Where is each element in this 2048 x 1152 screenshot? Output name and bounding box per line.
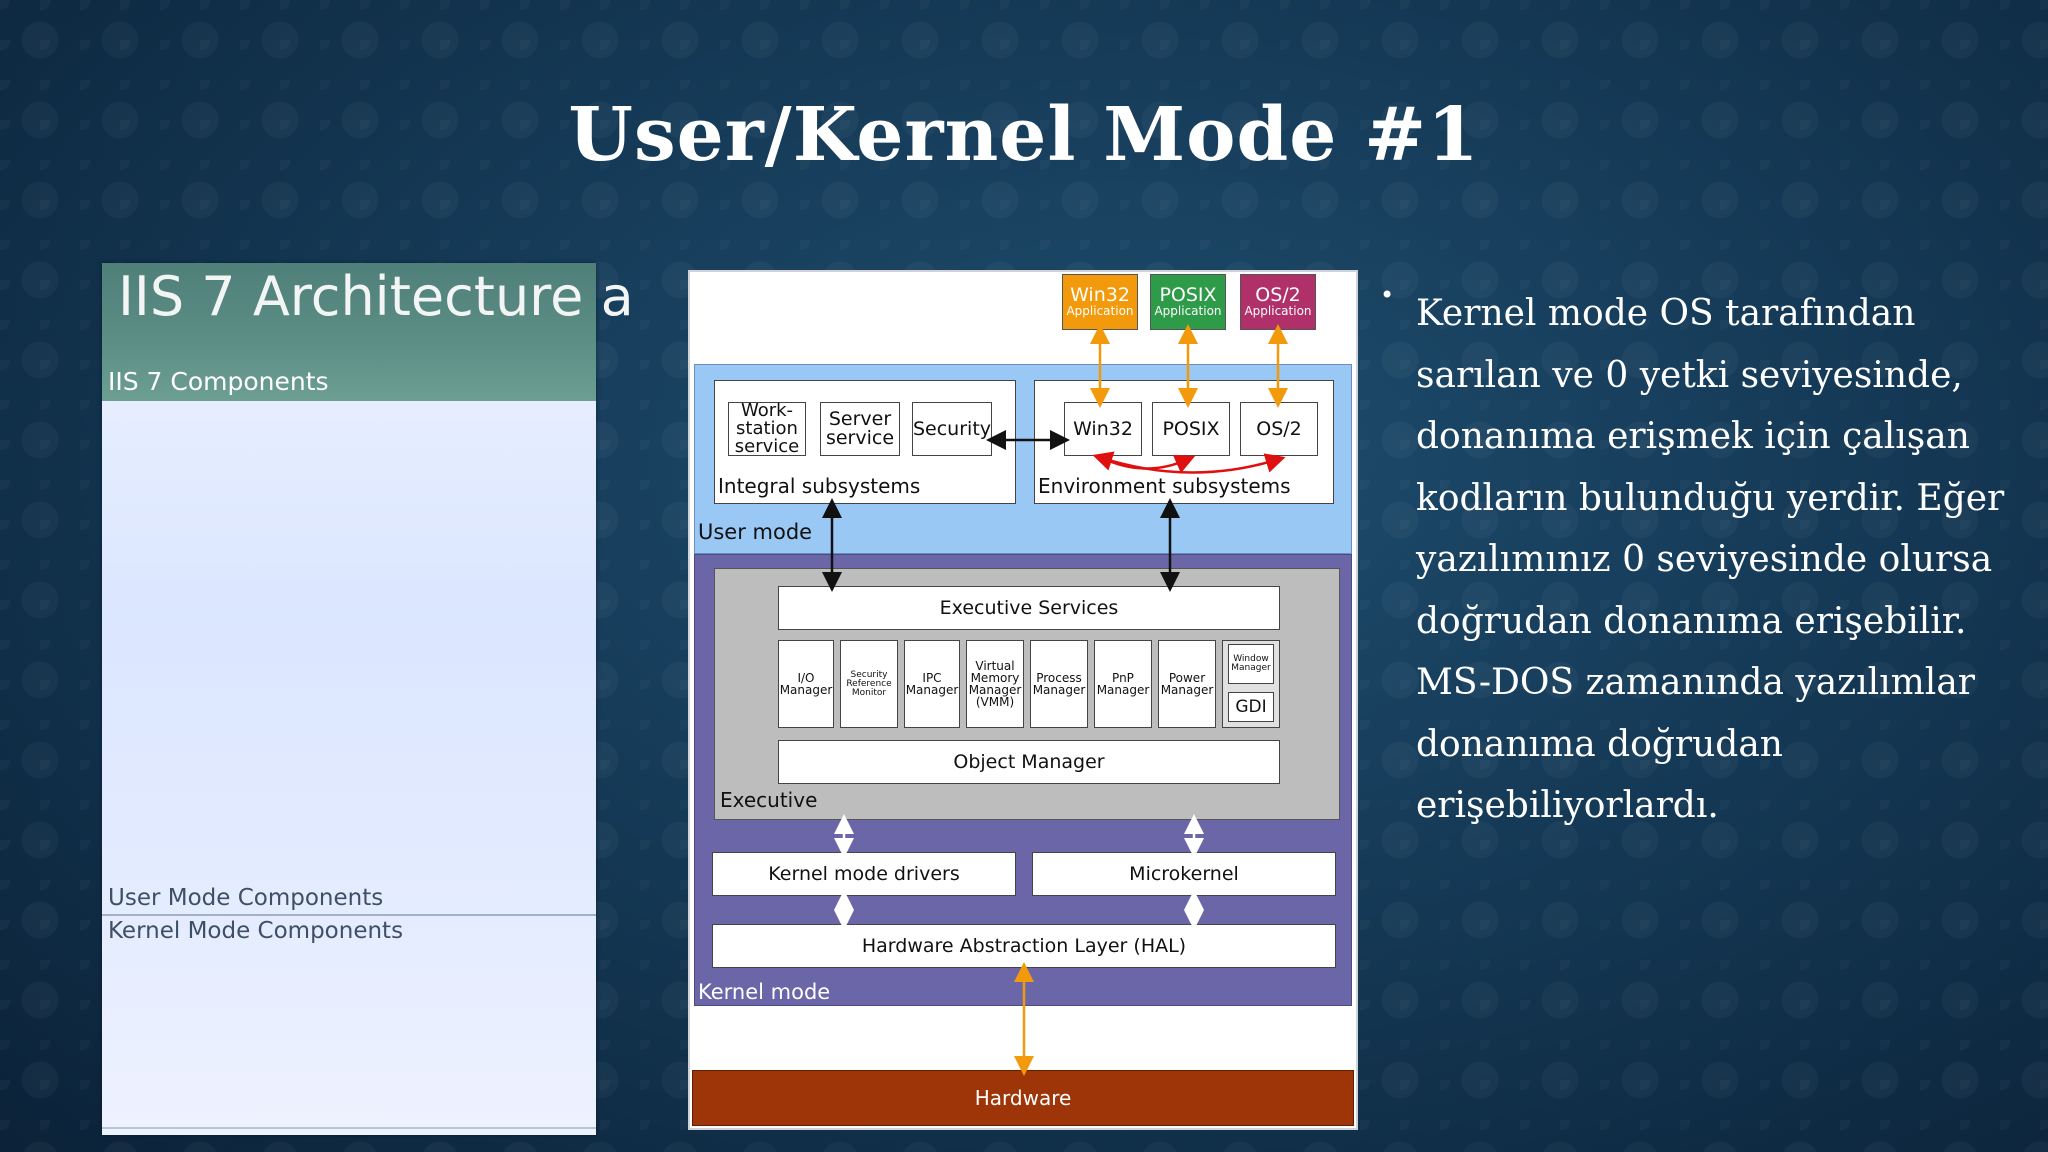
posix-subsystem-box: POSIX — [1152, 402, 1230, 456]
posix-application: POSIX Application — [1150, 274, 1226, 330]
power-manager-box: Power Manager — [1158, 640, 1216, 728]
iis-header: IIS 7 Architecture a IIS 7 Components — [102, 263, 634, 401]
process-manager-box: Process Manager — [1030, 640, 1088, 728]
kernel-mode-drivers-box: Kernel mode drivers — [712, 852, 1016, 896]
gdi-box: GDI — [1228, 692, 1274, 722]
window-manager-box: Window Manager — [1228, 644, 1274, 684]
environment-subsystems-label: Environment subsystems — [1038, 474, 1291, 498]
slide-title: User/Kernel Mode #1 — [568, 92, 1480, 178]
integral-subsystems-label: Integral subsystems — [718, 474, 921, 498]
iis-architecture-panel: IIS 7 Architecture a IIS 7 Components Us… — [102, 263, 634, 1135]
iis-divider — [102, 914, 596, 916]
iis-title: IIS 7 Architecture a — [118, 265, 634, 328]
server-service-box: Server service — [820, 402, 900, 456]
user-mode-label: User mode — [698, 520, 813, 544]
iis-user-mode-label: User Mode Components — [108, 885, 384, 911]
pnp-manager-box: PnP Manager — [1094, 640, 1152, 728]
arrow-red-win32-os2 — [1092, 451, 1286, 474]
security-box: Security — [912, 402, 992, 456]
iis-subtitle: IIS 7 Components — [108, 367, 329, 396]
io-manager-box: I/O Manager — [778, 640, 834, 728]
arrow-red-win32-posix — [1101, 454, 1196, 474]
hardware-box: Hardware — [692, 1070, 1354, 1126]
executive-services-box: Executive Services — [778, 586, 1280, 630]
executive-label: Executive — [720, 788, 818, 812]
windows-architecture-diagram: Win32 Application POSIX Application OS/2… — [688, 270, 1358, 1130]
workstation-service-box: Work- station service — [728, 402, 806, 456]
object-manager-box: Object Manager — [778, 740, 1280, 784]
win32-application: Win32 Application — [1062, 274, 1138, 330]
os2-subsystem-box: OS/2 — [1240, 402, 1318, 456]
ipc-manager-box: IPC Manager — [904, 640, 960, 728]
iis-kernel-mode-label: Kernel Mode Components — [108, 918, 404, 944]
diagram-arrows — [822, 324, 1288, 1076]
virtual-memory-manager-box: Virtual Memory Manager (VMM) — [966, 640, 1024, 728]
bullet-dot: • — [1380, 281, 1395, 309]
kernel-mode-label: Kernel mode — [698, 980, 831, 1004]
security-reference-monitor-box: Security Reference Monitor — [840, 640, 898, 728]
os2-application: OS/2 Application — [1240, 274, 1316, 330]
bullet-text: Kernel mode OS tarafından sarılan ve 0 y… — [1416, 293, 2005, 826]
iis-footer-line — [102, 1127, 596, 1129]
hal-box: Hardware Abstraction Layer (HAL) — [712, 924, 1336, 968]
